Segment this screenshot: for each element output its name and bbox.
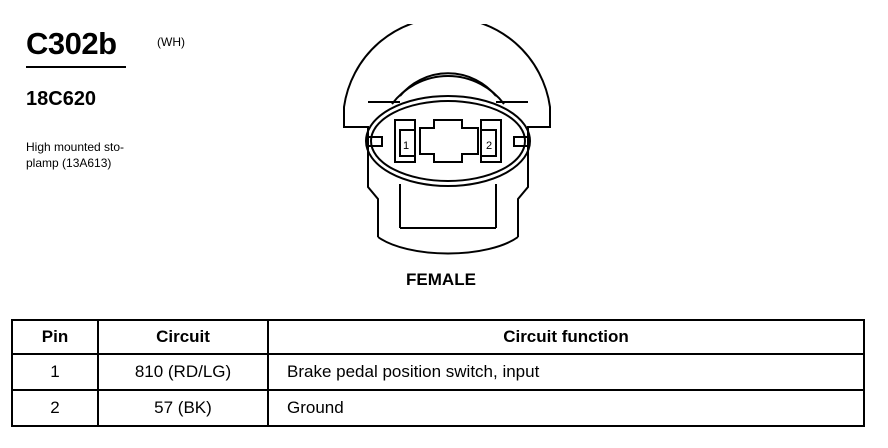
table-row: 2 57 (BK) Ground	[11, 389, 865, 427]
cell-pin: 1	[11, 353, 99, 391]
right-latch	[513, 136, 528, 147]
header-pin: Pin	[11, 319, 99, 355]
description-line-1: High mounted sto-	[26, 140, 125, 154]
inner-arc-top-2	[399, 72, 497, 97]
connector-boss	[399, 184, 497, 229]
housing-outline	[343, 24, 551, 237]
pin-1-label: 1	[403, 140, 409, 152]
connector-id: C302b	[26, 26, 117, 61]
part-number: 18C620	[26, 88, 97, 110]
terminal-2-inner	[480, 129, 497, 157]
cell-circuit: 57 (BK)	[97, 389, 269, 427]
cell-circuit-function: Brake pedal position switch, input	[267, 353, 865, 391]
left-latch	[368, 136, 383, 147]
connector-face-diagram: 1 2	[343, 24, 551, 255]
inner-arc-top	[391, 75, 505, 105]
cell-pin: 2	[11, 389, 99, 427]
connector-color-code: (WH)	[157, 35, 185, 49]
table-header-row: Pin Circuit Circuit function	[11, 319, 865, 355]
housing-bottom-left	[377, 236, 519, 255]
seal-ring	[365, 95, 531, 187]
cell-circuit: 810 (RD/LG)	[97, 353, 269, 391]
table-row: 1 810 (RD/LG) Brake pedal position switc…	[11, 353, 865, 391]
connector-gender-label: FEMALE	[406, 270, 476, 289]
title-underline	[26, 66, 126, 68]
header-circuit-function: Circuit function	[267, 319, 865, 355]
terminal-1-inner	[399, 129, 416, 157]
connector-description: High mounted sto- plamp (13A613)	[26, 139, 176, 171]
pin-2-label: 2	[486, 140, 492, 152]
header-circuit: Circuit	[97, 319, 269, 355]
seal-ring-inner	[370, 100, 526, 182]
description-line-2: plamp (13A613)	[26, 156, 112, 170]
cell-circuit-function: Ground	[267, 389, 865, 427]
pinout-table: Pin Circuit Circuit function 1 810 (RD/L…	[11, 319, 865, 427]
center-key	[419, 119, 479, 163]
